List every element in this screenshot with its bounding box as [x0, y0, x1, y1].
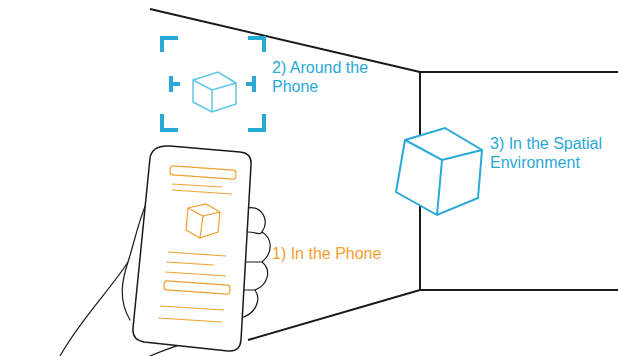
phone-ui	[158, 166, 236, 322]
location-label: 3) In the Spatial Environment	[490, 134, 614, 172]
phone	[133, 146, 251, 351]
location-label: 1) In the Phone	[272, 244, 412, 263]
location-label: 2) Around the Phone	[272, 58, 382, 96]
bracket-frame	[162, 38, 264, 130]
cube-small	[193, 72, 236, 112]
cube-large	[396, 128, 482, 215]
